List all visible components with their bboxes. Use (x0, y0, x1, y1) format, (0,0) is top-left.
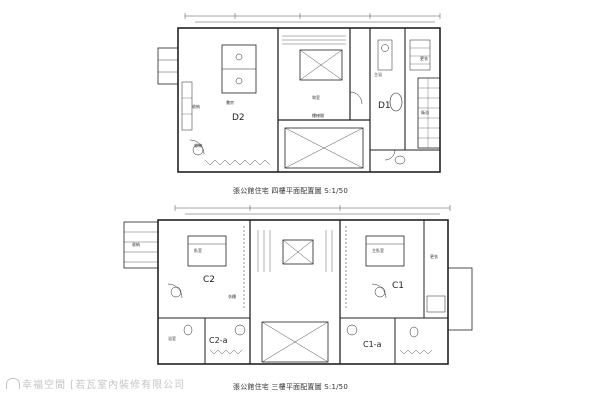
svg-text:主臥室: 主臥室 (372, 247, 384, 253)
svg-text:更衣: 更衣 (420, 55, 428, 61)
lower-floor-plan: C2 C1 C2-a C1-a 臥室 主臥室 收納 衣櫃 浴室 更衣 (123, 205, 473, 365)
svg-text:樓梯間: 樓梯間 (312, 112, 324, 118)
watermark: 幸福空間 [若瓦室內裝修有限公司 (6, 376, 185, 391)
svg-text:和室: 和室 (312, 94, 320, 100)
watermark-text: 幸福空間 [若瓦室內裝修有限公司 (22, 380, 186, 391)
lower-plan-caption: 張公館住宅 三樓平面配置圖 S:1/50 (233, 383, 348, 391)
svg-text:浴室: 浴室 (168, 335, 176, 341)
room-tag-c2a: C2-a (209, 336, 228, 345)
svg-text:收納: 收納 (132, 241, 140, 247)
room-tag-d1: D1 (378, 101, 391, 111)
svg-text:主浴: 主浴 (374, 71, 382, 77)
room-tag-c1a: C1-a (363, 340, 382, 349)
svg-text:更衣: 更衣 (430, 253, 438, 259)
upper-plan-caption: 張公館住宅 四樓平面配置圖 S:1/50 (233, 187, 348, 195)
svg-text:雜物: 雜物 (194, 142, 202, 148)
svg-text:衣櫃: 衣櫃 (228, 293, 236, 299)
upper-floor-plan: D2 D1 書房 和室 收納 更衣 樓梯間 雜物 主浴 衛浴 (157, 13, 441, 173)
room-tag-c1: C1 (392, 281, 404, 291)
room-tag-c2: C2 (203, 275, 215, 285)
svg-text:衛浴: 衛浴 (421, 109, 429, 115)
svg-text:臥室: 臥室 (194, 247, 202, 253)
room-tag-d2: D2 (232, 113, 245, 123)
svg-text:收納: 收納 (192, 103, 200, 109)
svg-text:書房: 書房 (226, 99, 234, 105)
house-logo-icon (6, 378, 20, 389)
